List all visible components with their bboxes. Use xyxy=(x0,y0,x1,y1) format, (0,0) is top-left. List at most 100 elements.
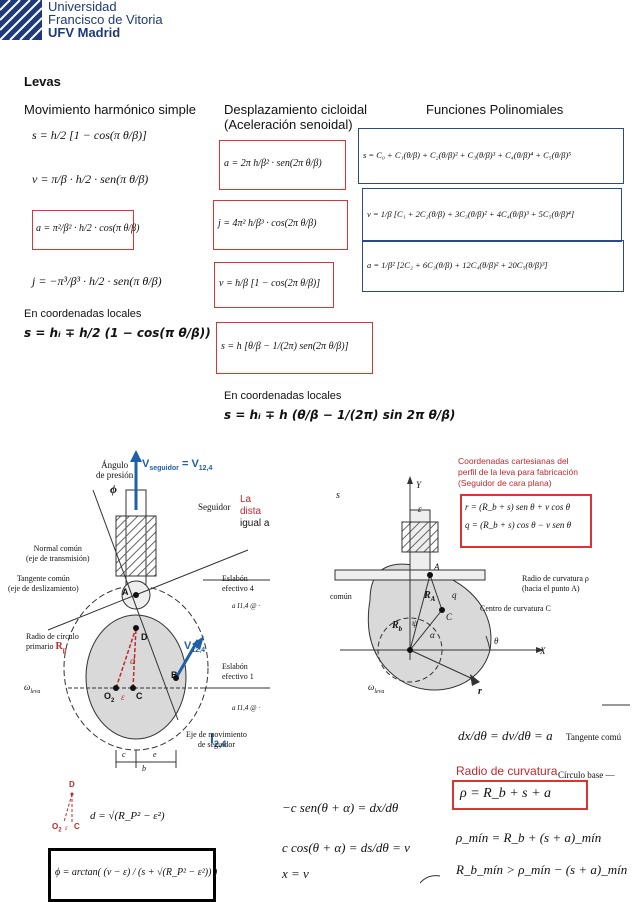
local-coords-label-1: En coordenadas locales xyxy=(24,308,142,320)
label-C-right: C xyxy=(446,612,453,622)
common-normal-line xyxy=(92,489,179,721)
label-distance-2: igual a xyxy=(240,518,270,529)
poly-eq-s: s = C₀ + C₁(θ/β) + C₂(θ/β)² + C₃(θ/β)³ +… xyxy=(363,150,572,160)
label-A-right: A xyxy=(434,562,440,572)
eq-x-v: x = v xyxy=(282,866,309,881)
label-omega-left: ωleva xyxy=(24,682,41,695)
label-centro-curv: Centro de curvatura C xyxy=(480,604,551,613)
label-pt-A: A xyxy=(122,587,129,597)
label-tangente-comu: Tangente comú xyxy=(566,732,622,742)
label-pt-D: D xyxy=(141,632,148,642)
label-RA: RA xyxy=(424,590,436,603)
cam-diagram-right-svg xyxy=(334,476,630,706)
logo-line-3: UFV Madrid xyxy=(48,25,121,40)
ra-line xyxy=(409,574,431,651)
follower-guide xyxy=(115,515,157,577)
small-label-D: D xyxy=(69,780,75,789)
label-omega-right: ωleva xyxy=(368,682,385,695)
x-axis-arrowhead xyxy=(536,647,544,653)
cam-center-point xyxy=(407,647,413,653)
cycloidal-eq-a-box: a = 2π h/β² · sen(2π θ/β) xyxy=(219,140,346,190)
logo-mark-icon xyxy=(0,0,42,40)
page-title: Levas xyxy=(24,74,61,89)
cam-diagram-left: Ángulo de presión ϕ Vseguidor = V12,4 Se… xyxy=(8,450,270,774)
label-normal-comun-2: (eje de transmisión) xyxy=(26,554,90,563)
poly-eq-a: a = 1/β² [2C₂ + 6C₃(θ/β) + 12C₄(θ/β)² + … xyxy=(367,260,548,270)
label-rp: Rp xyxy=(55,641,67,655)
label-s-right: s xyxy=(336,490,340,501)
logo-line-2: Francisco de Vitoria xyxy=(48,12,163,27)
harmonic-eq-a-box: a = π²/β² · h/2 · cos(π θ/β) xyxy=(32,210,139,250)
label-angulo-1: Ángulo xyxy=(101,460,129,470)
small-triangle-sketch: D O2 C ε xyxy=(52,780,92,836)
label-Rb: Rb xyxy=(392,620,403,633)
heading-harmonic: Movimiento harmónico simple xyxy=(24,102,196,117)
label-radio-1: Radio de círculo xyxy=(26,632,79,641)
contact-point-A xyxy=(427,572,433,578)
label-tangente-comun-1: Tangente común xyxy=(16,574,70,583)
eq-c-sen: −c sen(θ + α) = dx/dθ xyxy=(282,800,399,815)
cycloidal-eq-s-box: s = h [θ/β − 1/(2π) sen(2π θ/β)] xyxy=(216,322,373,374)
curvature-center-point xyxy=(439,607,445,613)
eq-c-cos: c cos(θ + α) = ds/dθ = v xyxy=(282,840,410,855)
cycloidal-eq-j-box: j = 4π² h/β³ · cos(2π θ/β) xyxy=(213,200,348,250)
label-alpha: α xyxy=(430,630,435,640)
label-i14-1: a I1,4 @ · xyxy=(232,602,261,610)
poly-eq-v-box: v = 1/β [C₁ + 2C₂(θ/β) + 3C₃(θ/β)² + 4C₄… xyxy=(362,188,622,242)
label-dim-b: b xyxy=(142,764,146,773)
point-O2 xyxy=(113,685,119,691)
rho-line xyxy=(429,574,443,611)
r-eq: r = (R_b + s) sen θ + v cos θ xyxy=(465,502,571,512)
tri-line-1 xyxy=(63,793,73,823)
label-psi: ψ xyxy=(412,618,418,628)
note-coords-3: (Seguidor de cara plana) xyxy=(458,478,552,488)
label-X: X xyxy=(540,646,546,656)
heading-polynomial: Funciones Polinomiales xyxy=(426,102,564,117)
rho-min-eq: ρ_mín = R_b + (s + a)_mín xyxy=(456,830,602,845)
rho-eq-box: ρ = R_b + s + a xyxy=(452,780,588,810)
label-eslabon4-2: efectivo 4 xyxy=(222,584,254,593)
cam-diagram-left-svg xyxy=(47,450,270,768)
harmonic-eq-s: s = h/2 [1 − cos(π θ/β)] xyxy=(32,128,147,142)
cycloidal-eq-j: j = 4π² h/β³ · cos(2π θ/β) xyxy=(218,218,317,229)
cycloidal-eq-s: s = h [θ/β − 1/(2π) sen(2π θ/β)] xyxy=(221,341,349,352)
label-radio-2: primario xyxy=(26,642,54,651)
label-radio-curv-2: (hacia el punto A) xyxy=(522,584,580,593)
label-radio-curv-1: Radio de curvatura ρ xyxy=(522,574,589,583)
d-eq: d = √(R_P² − ε²) xyxy=(90,810,165,822)
label-distance-1: La dista xyxy=(240,494,262,517)
r-vector xyxy=(409,649,476,681)
label-pt-O2: O2 xyxy=(104,691,115,704)
label-dim-c: c xyxy=(122,750,126,759)
rho-eq: ρ = R_b + s + a xyxy=(460,786,552,801)
label-circulo-base: Círculo base — xyxy=(558,770,615,780)
velocity-arrow-v24 xyxy=(174,639,200,679)
theta-arc xyxy=(485,635,491,651)
phi-eq: ϕ = arctan( (v − ε) / (s + √(R_P² − ε²))… xyxy=(55,867,218,878)
note-coords-1: Coordenadas cartesianas del xyxy=(458,456,569,466)
label-theta: θ xyxy=(494,636,499,646)
label-r-right: r xyxy=(478,686,482,697)
label-v24: V12,4 xyxy=(184,640,205,655)
small-triangle-svg xyxy=(63,792,74,823)
label-seguidor: Seguidor xyxy=(198,502,231,512)
point-A xyxy=(133,592,139,598)
label-eps-left: ε xyxy=(121,692,125,702)
label-normal-comun-1: Normal común xyxy=(33,544,82,553)
label-i24: I2,4 xyxy=(210,730,227,749)
label-phi: ϕ xyxy=(110,482,117,496)
label-v-seguidor: Vseguidor = V12,4 xyxy=(142,458,213,473)
local-coords-eq-1: s = hᵢ ∓ h/2 (1 − cos(π θ/β)) xyxy=(24,326,211,340)
harmonic-eq-j: j = −π³/β³ · h/2 · sen(π θ/β) xyxy=(32,274,162,288)
label-pt-C: C xyxy=(136,691,143,701)
cam-profile xyxy=(367,563,492,691)
poly-eq-s-box: s = C₀ + C₁(θ/β) + C₂(θ/β)² + C₃(θ/β)³ +… xyxy=(358,128,624,184)
d-line xyxy=(132,627,137,689)
cycloidal-eq-v-box: v = h/β [1 − cos(2π θ/β)] xyxy=(214,262,334,308)
cycloidal-eq-v: v = h/β [1 − cos(2π θ/β)] xyxy=(219,278,321,289)
primary-radius-line xyxy=(115,627,137,689)
harmonic-eq-v: v = π/β · h/2 · sen(π θ/β) xyxy=(32,172,149,186)
label-pt-B: B xyxy=(171,670,178,680)
note-coords-2: perfil de la leva para fabricación xyxy=(458,467,579,477)
local-coords-label-2: En coordenadas locales xyxy=(224,390,342,402)
